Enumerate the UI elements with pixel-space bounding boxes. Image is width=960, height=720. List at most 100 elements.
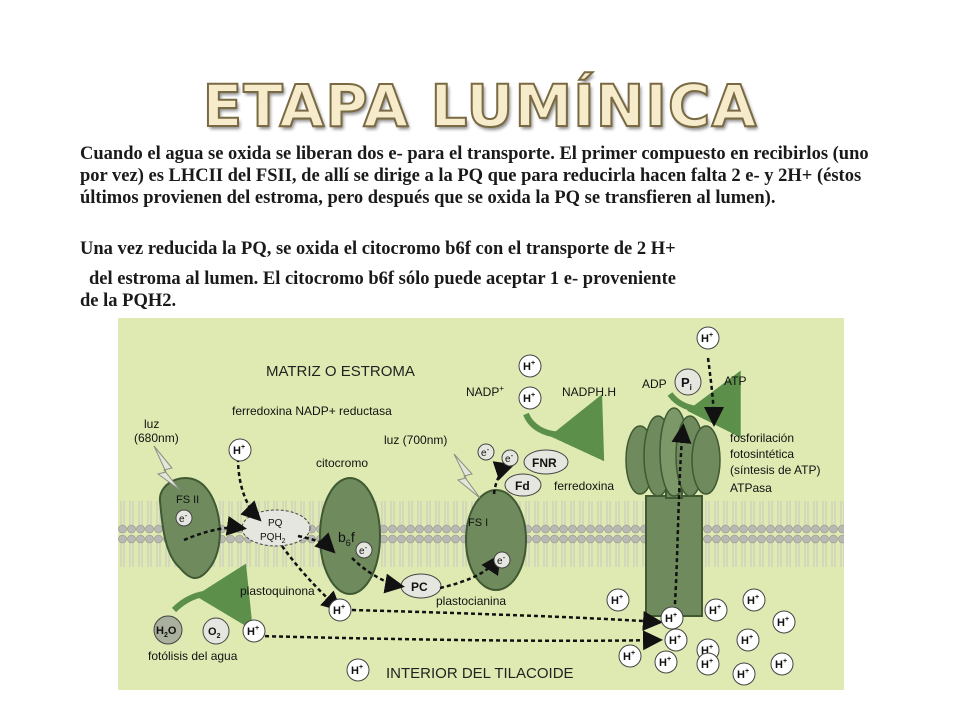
- proton-marker: H+: [664, 628, 688, 652]
- proton-label: H+: [741, 634, 753, 647]
- interior-label: INTERIOR DEL TILACOIDE: [386, 665, 574, 682]
- proton-marker: H+: [606, 588, 630, 612]
- fosforilacion-line-1: fosforilación: [730, 431, 794, 445]
- atpasa-label: ATPasa: [730, 481, 772, 495]
- paragraph-3-line-1: del estroma al lumen. El citocromo b6f s…: [89, 269, 676, 289]
- proton-marker: H+: [346, 658, 370, 682]
- proton-label: H+: [747, 594, 759, 607]
- proton-label: H+: [611, 594, 623, 607]
- fd-carrier: Fd: [504, 473, 542, 497]
- photosystem-ii: FS II: [158, 477, 221, 579]
- proton-label: H+: [247, 625, 259, 638]
- proton-marker: H+: [328, 598, 352, 622]
- atp-label: ATP: [724, 374, 746, 388]
- fnr-carrier: FNR: [523, 449, 569, 475]
- electron-flow: [183, 357, 724, 651]
- proton-marker: H+: [660, 606, 684, 630]
- pi-circle: Pi: [674, 368, 702, 396]
- atp-formation-arrow: [667, 370, 741, 438]
- proton-marker: H+: [518, 354, 542, 378]
- pc-carrier: PC: [400, 573, 442, 599]
- proton-marker: H+: [772, 610, 796, 634]
- paragraph-2: Una vez reducida la PQ, se oxida el cito…: [80, 239, 676, 259]
- nadp-label: NADP+: [466, 384, 504, 399]
- proton-label: H+: [701, 332, 713, 345]
- diagram-labels: ferredoxina NADP+ reductasa luz (680nm) …: [134, 374, 820, 663]
- paragraph-1: Cuando el agua se oxida se liberan dos e…: [80, 144, 869, 208]
- lightning-700: [453, 453, 481, 499]
- h2o-label: H2O: [156, 625, 177, 639]
- proton-label: H+: [523, 360, 535, 373]
- proton-marker: H+: [228, 438, 252, 462]
- proton-marker: H+: [618, 644, 642, 668]
- proton-markers: H+H+H+H+H+H+H+H+H+H+H+H+H+H+H+H+H+H+H+H+: [228, 326, 796, 686]
- electron-marker: e-: [501, 449, 519, 467]
- electron-label: e-: [481, 445, 490, 459]
- pc-label: PC: [411, 580, 428, 594]
- plastoquinona-label: plastoquinona: [240, 584, 315, 598]
- proton-marker: H+: [742, 588, 766, 612]
- electron-label: e-: [505, 451, 514, 465]
- proton-label: H+: [701, 658, 713, 671]
- o2-circle: O2: [202, 617, 230, 645]
- proton-label: H+: [233, 444, 245, 457]
- proton-label: H+: [333, 604, 345, 617]
- fs2-label: FS II: [176, 494, 199, 506]
- photosynthesis-light-phase-diagram: MATRIZ O ESTROMA INTERIOR DEL TILACOIDE …: [118, 318, 844, 690]
- pq-complex: PQ PQH2: [241, 509, 311, 547]
- slide-title: ETAPA LUMÍNICA: [202, 71, 758, 141]
- o2-label: O2: [208, 626, 221, 640]
- proton-marker: H+: [696, 326, 720, 350]
- proton-marker: H+: [696, 652, 720, 676]
- proton-label: H+: [701, 644, 713, 657]
- cytochrome-b6f: b6f: [319, 477, 381, 595]
- proton-label: H+: [709, 604, 721, 617]
- luz-680-nm-label: (680nm): [134, 431, 179, 445]
- b6f-label: b6f: [338, 529, 355, 548]
- proton-label: H+: [659, 656, 671, 669]
- citocromo-label: citocromo: [316, 456, 368, 470]
- proton-label: H+: [737, 668, 749, 681]
- nadph-label: NADPH.H: [562, 385, 616, 399]
- proton-label: H+: [623, 650, 635, 663]
- fosforilacion-line-2: fotosintética: [730, 447, 794, 461]
- ferredoxina-nadp-label: ferredoxina NADP+ reductasa: [232, 404, 392, 418]
- proton-label: H+: [523, 392, 535, 405]
- nadp-reduction-arrow: [523, 394, 605, 462]
- adp-label: ADP: [642, 377, 667, 391]
- proton-marker: H+: [770, 652, 794, 676]
- luz-700-label: luz (700nm): [384, 433, 447, 447]
- proton-marker: H+: [242, 619, 266, 643]
- proton-marker: H+: [732, 662, 756, 686]
- ferredoxina-label: ferredoxina: [554, 479, 614, 493]
- fotolisis-label: fotólisis del agua: [148, 649, 238, 663]
- h2o-circle: H2O: [153, 615, 183, 645]
- proton-label: H+: [775, 658, 787, 671]
- paragraph-3-line-2: de la PQH2.: [80, 291, 177, 311]
- electron-label: e-: [179, 511, 188, 525]
- paragraph-3: del estroma al lumen. El citocromo b6f s…: [80, 268, 880, 312]
- fd-label: Fd: [515, 479, 530, 493]
- electron-label: e-: [359, 543, 368, 557]
- matrix-label: MATRIZ O ESTROMA: [266, 363, 415, 380]
- electron-marker: e-: [477, 443, 495, 461]
- proton-label: H+: [351, 664, 363, 677]
- fs1-label: FS I: [468, 517, 488, 529]
- proton-marker: H+: [654, 650, 678, 674]
- luz-680-label: luz: [144, 417, 159, 431]
- electron-marker: e-: [355, 541, 373, 559]
- electron-markers: e-e-e-e-e-: [175, 443, 519, 569]
- proton-marker: H+: [518, 386, 542, 410]
- fosforilacion-line-3: (síntesis de ATP): [730, 463, 820, 477]
- pq-label: PQ: [268, 518, 283, 529]
- water-splitting-arrow: [171, 563, 253, 631]
- proton-label: H+: [665, 612, 677, 625]
- plastocianina-label: plastocianina: [436, 594, 506, 608]
- proton-marker: H+: [704, 598, 728, 622]
- lightning-680: [153, 445, 181, 491]
- atp-synthase: [625, 407, 721, 617]
- fnr-label: FNR: [532, 456, 557, 470]
- electron-label: e-: [497, 553, 506, 567]
- proton-label: H+: [669, 634, 681, 647]
- electron-marker: e-: [175, 509, 193, 527]
